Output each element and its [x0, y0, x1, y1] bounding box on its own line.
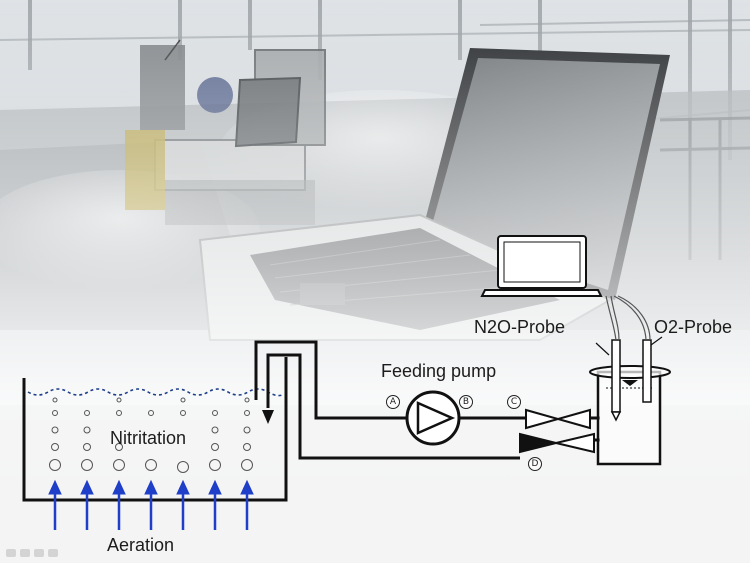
point-b-marker: B [459, 395, 473, 409]
point-d-marker: D [528, 457, 542, 471]
measurement-vessel [589, 365, 671, 466]
nitritation-reactor [22, 357, 288, 530]
probe-cables [605, 295, 651, 341]
pen-icon[interactable] [20, 549, 30, 557]
o2-probe [642, 339, 652, 403]
aeration-arrow [112, 479, 126, 530]
feed-pipe-outer [254, 340, 407, 420]
valve-d [519, 432, 595, 454]
aeration-label: Aeration [107, 535, 175, 555]
menu-icon[interactable] [34, 549, 44, 557]
laptop-icon [480, 235, 603, 297]
valve-icon [519, 408, 595, 454]
point-c-marker: C [507, 395, 521, 409]
water-surface [27, 388, 285, 397]
valve-c [525, 408, 591, 430]
slide-controls[interactable] [6, 549, 58, 557]
point-a-marker: A [386, 395, 400, 409]
aeration-arrow [240, 479, 254, 530]
aeration-arrow [176, 479, 190, 530]
aeration-arrow [144, 479, 158, 530]
inflow-arrow [262, 410, 274, 424]
next-slide-icon[interactable] [48, 549, 58, 557]
pump-icon [405, 390, 461, 446]
feed-pipe-inner [266, 353, 520, 460]
prev-slide-icon[interactable] [6, 549, 16, 557]
n2o-probe-label: N2O-Probe [474, 317, 566, 337]
o2-probe-label: O2-Probe [654, 317, 733, 337]
aeration-arrow [208, 479, 222, 530]
nitritation-label: Nitritation [110, 428, 187, 448]
air-bubbles [49, 397, 253, 473]
feeding-pump-label: Feeding pump [381, 361, 497, 381]
aeration-arrows [48, 479, 254, 530]
n2o-probe [610, 339, 622, 422]
aeration-arrow [80, 479, 94, 530]
aeration-arrow [48, 479, 62, 530]
